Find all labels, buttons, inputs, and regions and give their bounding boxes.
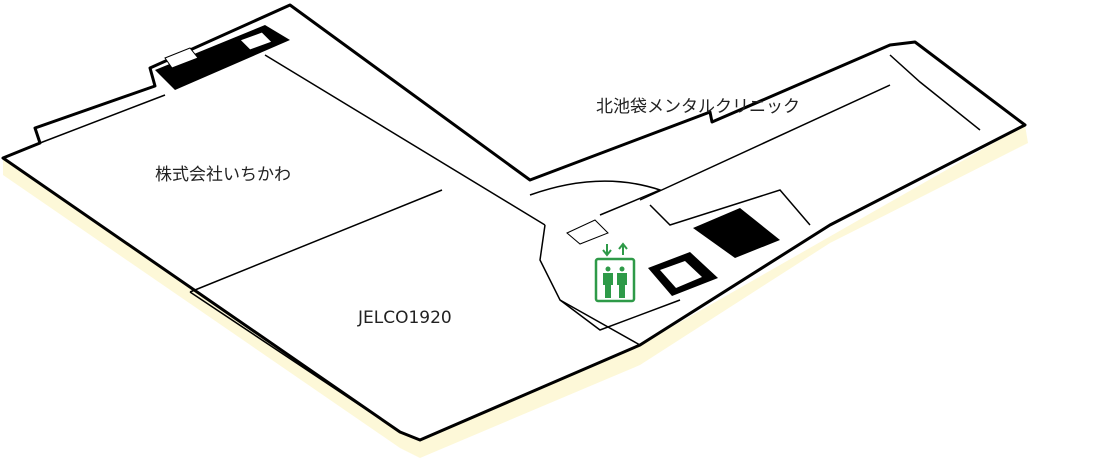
- floor-outline: [1, 3, 1027, 442]
- tenant-label-jelco[interactable]: JELCO1920: [358, 308, 452, 328]
- tenant-label-ichikawa[interactable]: 株式会社いちかわ: [155, 165, 291, 185]
- elevator-icon: [594, 242, 636, 303]
- room-blocks: [155, 25, 780, 296]
- tenant-label-mental-clinic[interactable]: 北池袋メンタルクリニック: [596, 97, 800, 117]
- interior-walls: [39, 54, 981, 433]
